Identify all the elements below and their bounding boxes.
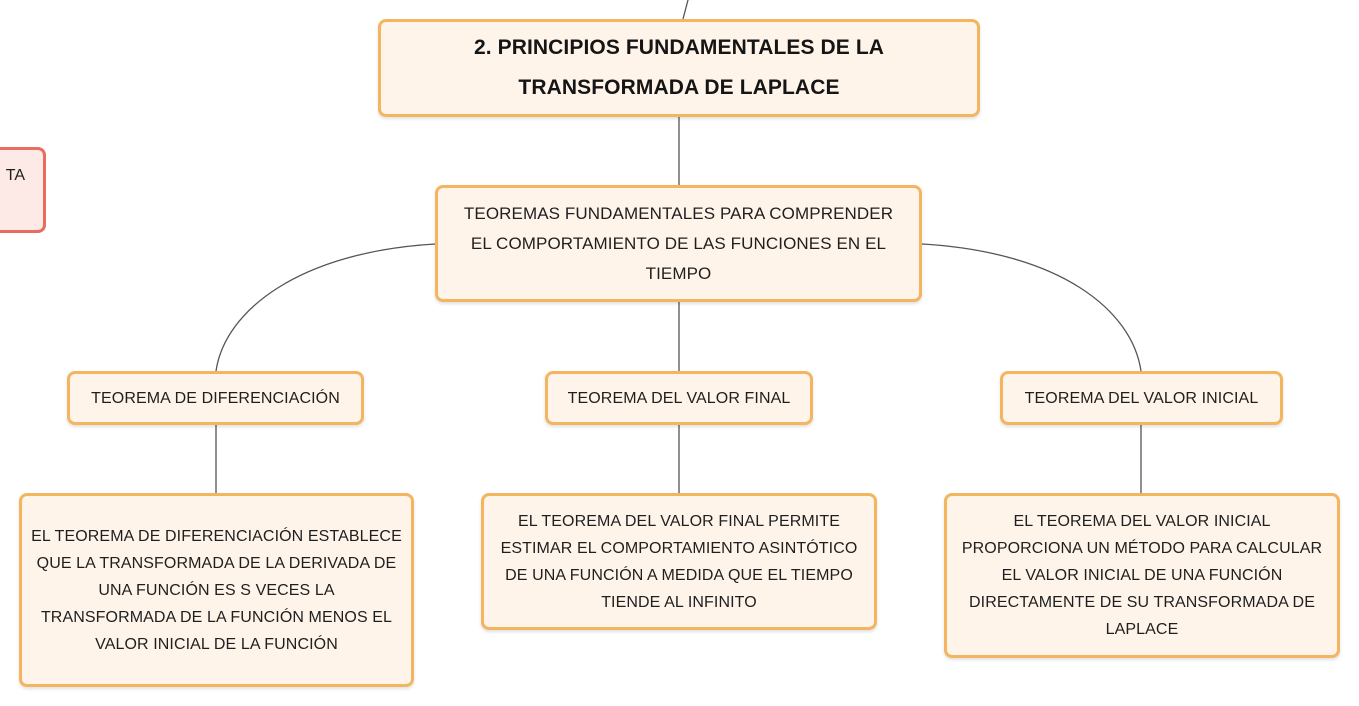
description-line: EL VALOR INICIAL DE UNA FUNCIÓN xyxy=(1001,567,1283,584)
description-line: LAPLACE xyxy=(1105,621,1179,638)
connector-subtopic-to-valor-inicial xyxy=(921,243,1142,372)
subtopic-node[interactable]: TEOREMAS FUNDAMENTALES PARA COMPRENDER E… xyxy=(435,185,922,302)
description-line: EL TEOREMA DEL VALOR FINAL PERMITE xyxy=(517,512,840,530)
connector-subtopic-to-diferenciacion xyxy=(215,243,436,372)
title-text: 2. PRINCIPIOS FUNDAMENTALES DE LA TRANSF… xyxy=(474,28,884,108)
description-line: VALOR INICIAL DE LA FUNCIÓN xyxy=(95,635,338,653)
theorem-label: TEOREMA DEL VALOR FINAL xyxy=(567,389,791,407)
side-node-partial[interactable]: TA xyxy=(0,147,46,233)
subtopic-text: TEOREMAS FUNDAMENTALES PARA COMPRENDER E… xyxy=(464,199,893,289)
subtopic-line: TEOREMAS FUNDAMENTALES PARA COMPRENDER xyxy=(463,203,894,223)
theorem-node-diferenciacion[interactable]: TEOREMA DE DIFERENCIACIÓN xyxy=(67,371,364,425)
subtopic-line: EL COMPORTAMIENTO DE LAS FUNCIONES EN EL xyxy=(470,233,887,253)
description-line: QUE LA TRANSFORMADA DE LA DERIVADA DE xyxy=(36,554,397,572)
description-line: DIRECTAMENTE DE SU TRANSFORMADA DE xyxy=(969,594,1315,611)
description-line: PROPORCIONA UN MÉTODO PARA CALCULAR xyxy=(961,540,1323,557)
description-line: EL TEOREMA DEL VALOR INICIAL xyxy=(1013,513,1271,530)
theorem-node-valor-inicial[interactable]: TEOREMA DEL VALOR INICIAL xyxy=(1000,371,1283,425)
description-text: EL TEOREMA DE DIFERENCIACIÓN ESTABLECE Q… xyxy=(31,523,402,658)
title-line: 2. PRINCIPIOS FUNDAMENTALES DE LA xyxy=(473,36,885,59)
description-node-diferenciacion[interactable]: EL TEOREMA DE DIFERENCIACIÓN ESTABLECE Q… xyxy=(19,493,414,687)
description-line: TRANSFORMADA DE LA FUNCIÓN MENOS EL xyxy=(40,608,393,626)
description-text: EL TEOREMA DEL VALOR INICIAL PROPORCIONA… xyxy=(962,508,1322,643)
description-line: TIENDE AL INFINITO xyxy=(601,593,757,611)
description-line: DE UNA FUNCIÓN A MEDIDA QUE EL TIEMPO xyxy=(505,566,853,584)
title-node[interactable]: 2. PRINCIPIOS FUNDAMENTALES DE LA TRANSF… xyxy=(378,19,980,117)
connector-from-parent xyxy=(682,0,689,20)
description-line: ESTIMAR EL COMPORTAMIENTO ASINTÓTICO xyxy=(500,539,858,557)
theorem-label: TEOREMA DEL VALOR INICIAL xyxy=(1024,389,1259,407)
subtopic-line: TIEMPO xyxy=(645,263,712,283)
theorem-node-valor-final[interactable]: TEOREMA DEL VALOR FINAL xyxy=(545,371,813,425)
description-line: EL TEOREMA DE DIFERENCIACIÓN ESTABLECE xyxy=(31,527,402,545)
side-node-label: TA xyxy=(5,167,25,184)
description-line: UNA FUNCIÓN ES S VECES LA xyxy=(98,581,335,599)
description-text: EL TEOREMA DEL VALOR FINAL PERMITE ESTIM… xyxy=(501,508,858,616)
description-node-valor-inicial[interactable]: EL TEOREMA DEL VALOR INICIAL PROPORCIONA… xyxy=(944,493,1340,658)
description-node-valor-final[interactable]: EL TEOREMA DEL VALOR FINAL PERMITE ESTIM… xyxy=(481,493,877,630)
theorem-label: TEOREMA DE DIFERENCIACIÓN xyxy=(91,389,340,407)
title-line: TRANSFORMADA DE LAPLACE xyxy=(518,76,840,99)
